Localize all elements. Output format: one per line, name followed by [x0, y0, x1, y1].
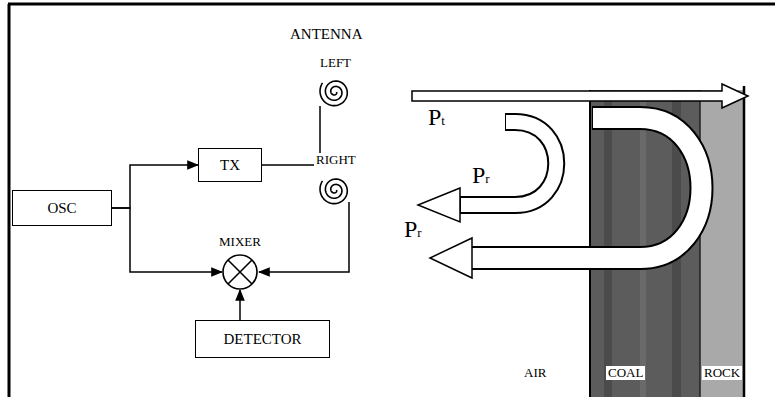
transmitted-arrow [412, 84, 748, 108]
antenna-label: RIGHT [314, 153, 358, 167]
frame-line [8, 3, 775, 6]
spiral-antennas [320, 81, 347, 204]
spiral-antenna [320, 81, 347, 106]
medium-label: COAL [606, 366, 645, 380]
reflected-arrow [461, 122, 556, 205]
signal-wire [112, 165, 198, 208]
boundary-line [589, 90, 591, 397]
reflected-arrow [471, 118, 702, 258]
coal-stripe [640, 90, 646, 397]
signal-wire [239, 290, 241, 320]
power-label: Pt [428, 104, 445, 130]
medium-label: AIR [522, 366, 548, 380]
signal-wire [112, 208, 222, 272]
detector-box: DETECTOR [195, 320, 330, 358]
antenna-label: LEFT [318, 56, 353, 70]
reflected-arrowhead [430, 238, 472, 278]
reflected-arrow [460, 122, 556, 205]
spiral-antenna [320, 179, 347, 204]
frame-line [8, 4, 11, 397]
antenna-label: ANTENNA [290, 26, 363, 43]
boundary-line [743, 86, 746, 397]
boundary-line [699, 90, 701, 397]
node-text: OSC [47, 200, 76, 217]
mixer-circle [222, 254, 258, 290]
node-text: TX [220, 157, 240, 174]
power-label: Pr [472, 162, 490, 188]
node-text: MIXER [219, 235, 261, 249]
wire [262, 106, 320, 165]
rock-layer [700, 90, 744, 397]
reflected-arrowhead [418, 188, 460, 222]
node-text: DETECTOR [223, 331, 301, 348]
transmitter-box: TX [198, 148, 262, 182]
medium-label: ROCK [702, 366, 742, 380]
oscillator-box: OSC [12, 190, 112, 226]
power-label: Pr [404, 216, 422, 242]
coal-stripe [604, 90, 612, 397]
mixer-symbol: MIXER [222, 254, 258, 290]
wire [259, 202, 349, 272]
reflected-arrow [470, 118, 702, 258]
